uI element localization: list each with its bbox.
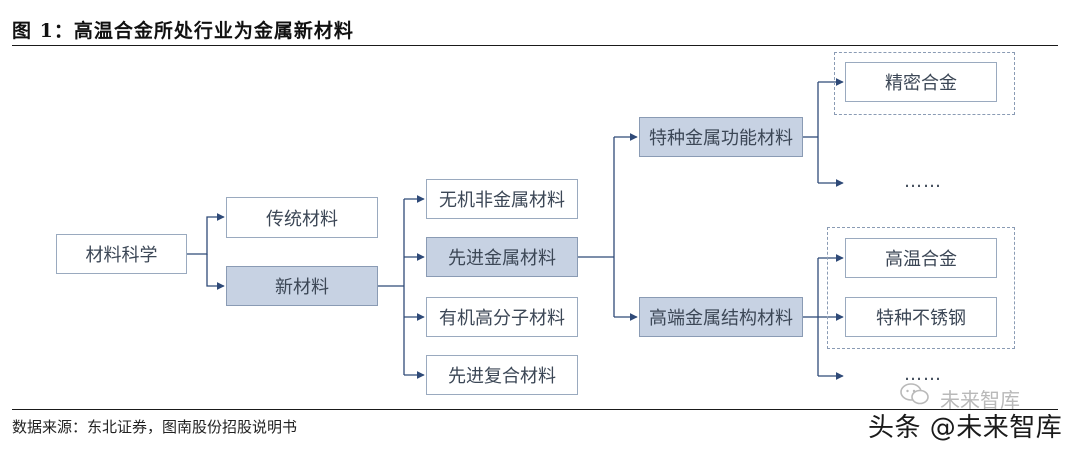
precision-group-dashed-frame [834, 52, 1015, 115]
node-advanced-composite: 先进复合材料 [426, 355, 578, 395]
node-materials-science: 材料科学 [56, 234, 187, 274]
watermark-toutiao: 头条 @未来智库 [868, 413, 1063, 443]
ellipsis-structural: …… [904, 364, 942, 385]
node-special-functional-metal: 特种金属功能材料 [639, 117, 803, 157]
bottom-rule [12, 409, 1058, 410]
node-high-end-structural-metal: 高端金属结构材料 [639, 297, 803, 337]
source-note: 数据来源：东北证券，图南股份招股说明书 [12, 418, 298, 436]
figure-title: 图 1：高温合金所处行业为金属新材料 [12, 20, 354, 42]
watermark-brand: 未来智库 [940, 388, 1020, 412]
node-traditional-materials: 传统材料 [226, 197, 378, 238]
node-precision-alloy: 精密合金 [845, 62, 997, 102]
node-inorganic-nonmetal: 无机非金属材料 [426, 179, 578, 219]
node-advanced-metal: 先进金属材料 [426, 237, 578, 277]
ellipsis-functional: …… [904, 171, 942, 192]
node-organic-polymer: 有机高分子材料 [426, 297, 578, 337]
node-superalloy: 高温合金 [845, 238, 997, 278]
node-special-stainless-steel: 特种不锈钢 [845, 297, 997, 337]
structural-group-dashed-frame [827, 227, 1015, 349]
node-new-materials: 新材料 [226, 266, 378, 306]
wechat-watermark-icon [900, 383, 929, 405]
top-rule [12, 45, 1058, 46]
